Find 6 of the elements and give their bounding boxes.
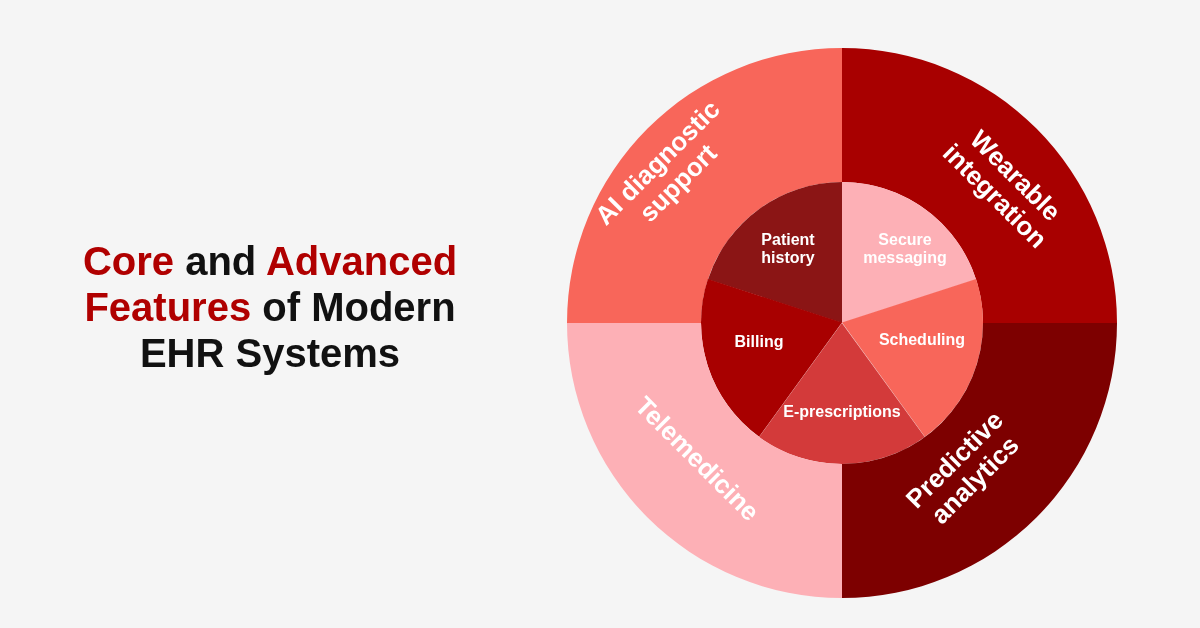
segment-label: Scheduling xyxy=(877,331,967,349)
segment-label: Secure messaging xyxy=(862,231,947,267)
segment-label: E-prescriptions xyxy=(782,403,902,421)
title: Core and Advanced Features of Modern EHR Systems xyxy=(81,238,459,376)
segment-label: Billing xyxy=(733,333,785,351)
segment-label: Patient history xyxy=(760,231,816,267)
